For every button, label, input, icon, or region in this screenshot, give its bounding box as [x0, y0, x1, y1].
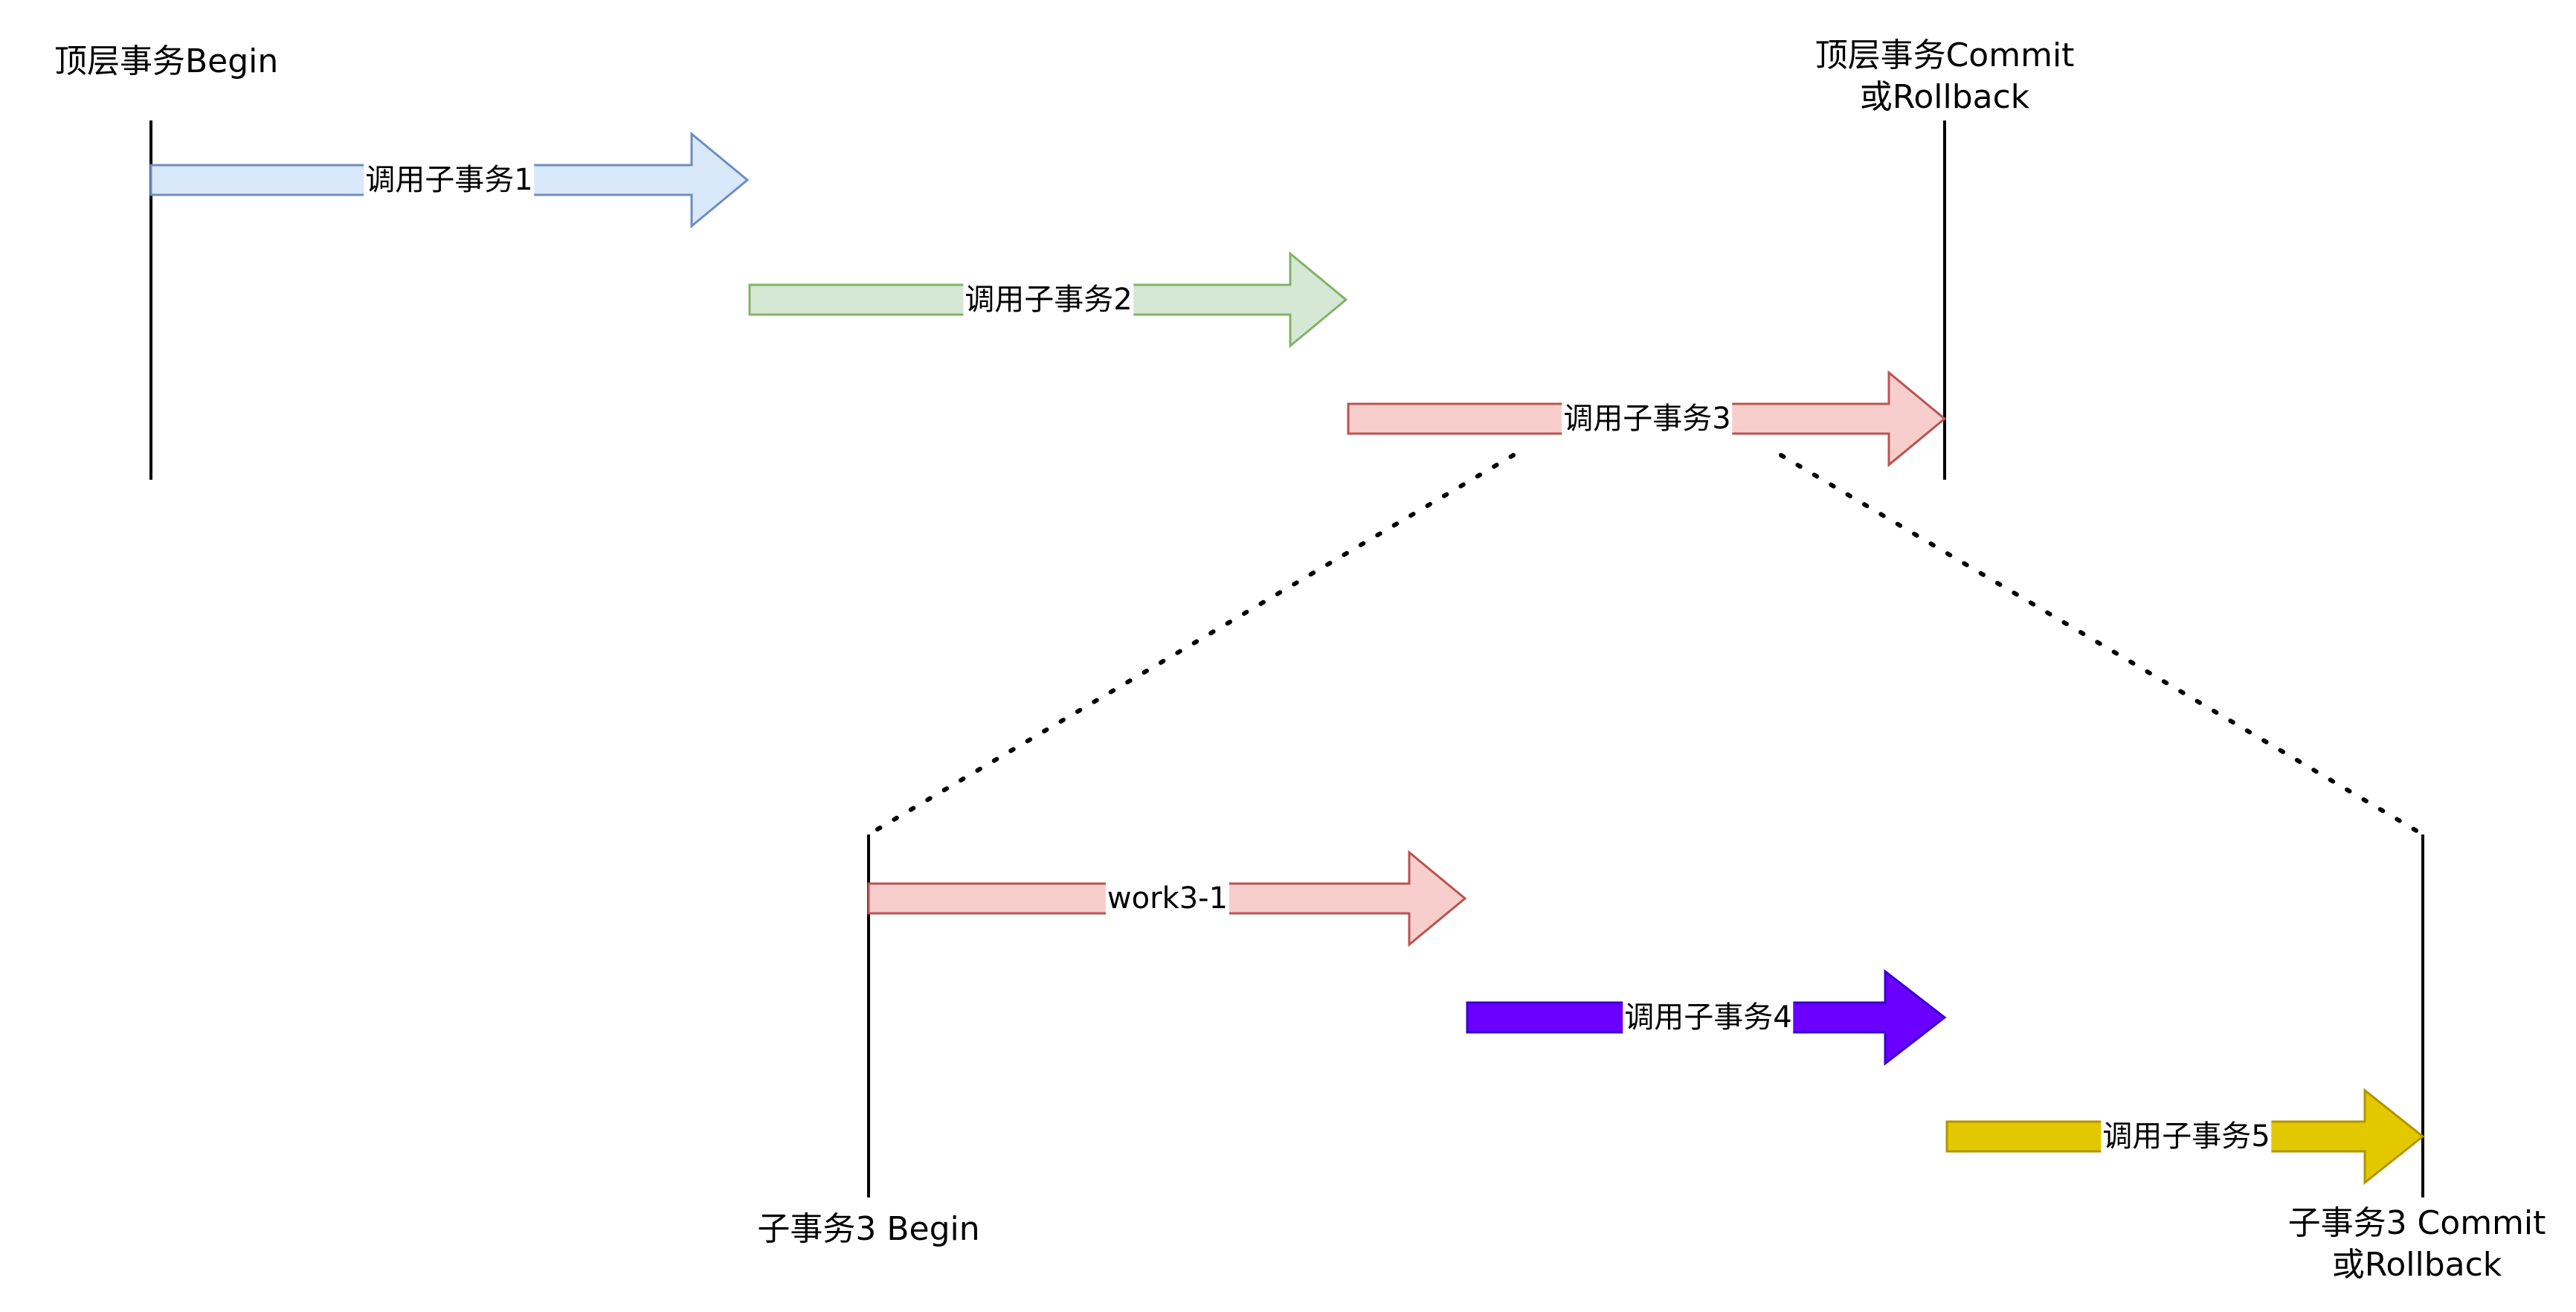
sub-begin-label: 子事务3 Begin	[757, 1210, 980, 1248]
top-commit-label: 顶层事务Commit 或Rollback	[1815, 36, 2075, 116]
arrow-label-call-sub2: 调用子事务2	[963, 281, 1134, 318]
arrow-label-work3-1: work3-1	[1105, 880, 1230, 917]
sub-commit-label: 子事务3 Commit 或Rollback	[2287, 1204, 2546, 1284]
arrow-label-call-sub4: 调用子事务4	[1623, 999, 1794, 1036]
top-begin-label: 顶层事务Begin	[54, 42, 279, 80]
arrow-label-call-sub5: 调用子事务5	[2101, 1118, 2272, 1155]
zoom-dotted-line-right	[1779, 453, 2425, 837]
arrow-label-call-sub1: 调用子事务1	[364, 161, 535, 199]
zoom-dotted-line-left	[866, 453, 1516, 837]
arrow-label-call-sub3: 调用子事务3	[1562, 400, 1733, 437]
